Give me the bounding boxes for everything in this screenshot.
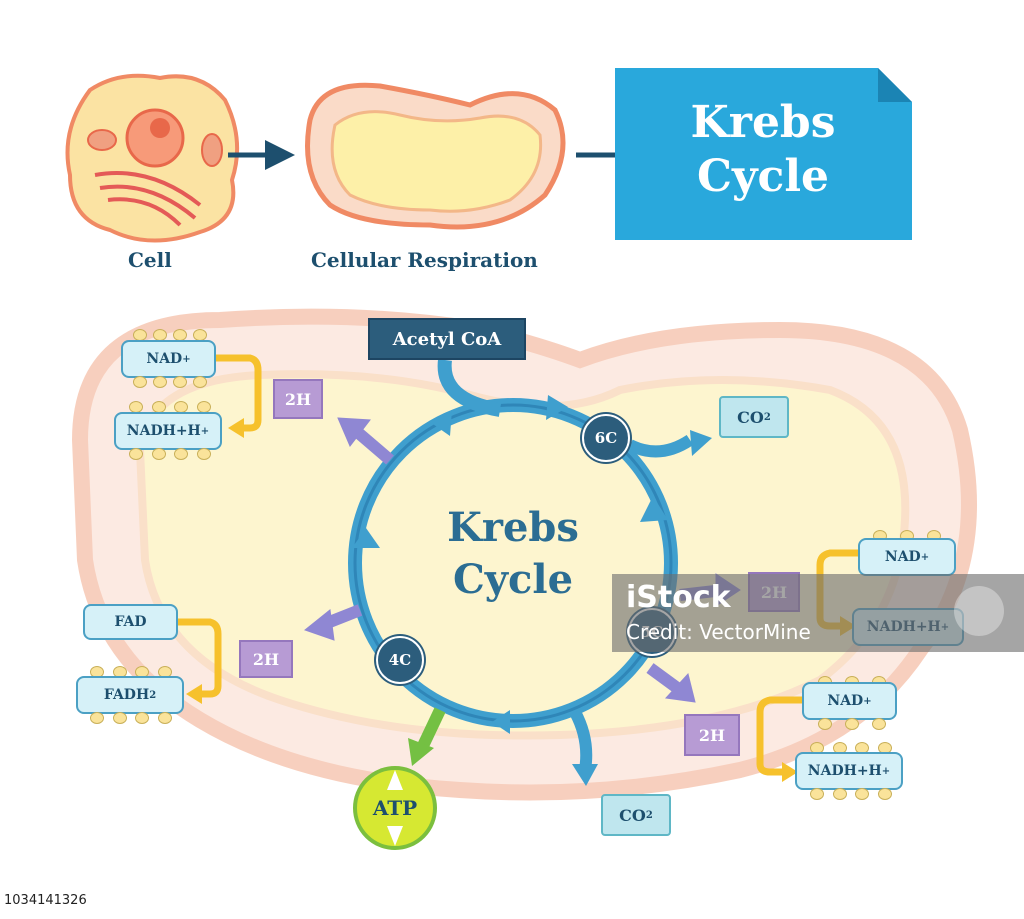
nad-box-bottom-right: NAD+ — [802, 682, 897, 720]
nad-sup-2: + — [920, 551, 930, 563]
atp-badge — [353, 766, 437, 850]
mitochondrion-icon — [305, 82, 566, 230]
watermark-brand: iStock — [626, 580, 731, 615]
cell-icon — [65, 73, 240, 243]
nadh-top-left-balls — [125, 401, 215, 413]
watermark-credit: Credit: VectorMine — [626, 620, 811, 644]
nad-bottom-right-balls-bottom — [812, 718, 892, 730]
nad-text-2: NAD — [884, 549, 921, 565]
watermark-logo-icon — [954, 586, 1004, 636]
title-card — [615, 68, 912, 240]
title-card-text: Krebs Cycle — [640, 96, 886, 204]
nad-text-3: NAD — [827, 693, 864, 709]
nadh-bottom-right-balls — [806, 742, 896, 754]
cycle-arrowheads — [352, 395, 668, 734]
nad-top-left-balls — [130, 329, 210, 341]
nadh-sup-1: + — [200, 425, 210, 437]
image-id-text: 1034141326 — [4, 893, 87, 908]
fad-box: FAD — [83, 604, 178, 640]
nad-box-top-left: NAD+ — [121, 340, 216, 378]
nadh-sup-3: + — [881, 765, 891, 777]
title-line-1: Krebs — [690, 97, 836, 148]
nad-sup-3: + — [863, 695, 872, 707]
co2-top-sub: 2 — [763, 411, 771, 423]
cycle-center-title: Krebs Cycle — [420, 502, 606, 606]
nad-top-left-balls-bottom — [130, 376, 210, 388]
nad-text-1: NAD — [146, 351, 183, 367]
2h-box-bottom-left: 2H — [239, 640, 293, 678]
acetyl-entry-arrow — [437, 359, 502, 417]
node-4c: 4C — [376, 636, 424, 684]
2h-box-bottom-right: 2H — [684, 714, 740, 756]
atp-label: ATP — [372, 796, 418, 820]
co2-branch-top — [627, 434, 694, 458]
nadh-bottom-right-balls-bottom — [806, 788, 896, 800]
cell-label: Cell — [128, 248, 172, 272]
nadh-text-1: NADH+H — [126, 423, 201, 439]
co2-top-text: CO — [737, 407, 764, 427]
nadh-top-left-balls-bottom — [125, 448, 215, 460]
nad-sup-1: + — [182, 353, 191, 365]
cycle-title-line-1: Krebs — [447, 504, 579, 551]
co2-bottom-sub: 2 — [645, 809, 653, 821]
fadh-text: FADH — [103, 687, 150, 703]
krebs-cycle-ring-edge — [353, 403, 673, 723]
nadh-box-top-left: NADH+H+ — [114, 412, 222, 450]
fadh2-balls-bottom — [86, 712, 176, 724]
co2-bottom-text: CO — [619, 805, 646, 825]
watermark-banner: iStock Credit: VectorMine — [612, 574, 1024, 652]
cellular-respiration-label: Cellular Respiration — [311, 248, 538, 272]
nadh-box-bottom-right: NADH+H+ — [795, 752, 903, 790]
acetyl-coa-box: Acetyl CoA — [368, 318, 526, 360]
2h-box-top-left: 2H — [273, 379, 323, 419]
fadh2-balls — [86, 666, 176, 678]
cycle-title-line-2: Cycle — [452, 556, 574, 603]
nad-box-right: NAD+ — [858, 538, 956, 576]
title-line-2: Cycle — [696, 151, 830, 202]
node-6c: 6C — [582, 414, 630, 462]
nadh-text-3: NADH+H — [807, 763, 882, 779]
fadh-sub: 2 — [149, 689, 157, 701]
